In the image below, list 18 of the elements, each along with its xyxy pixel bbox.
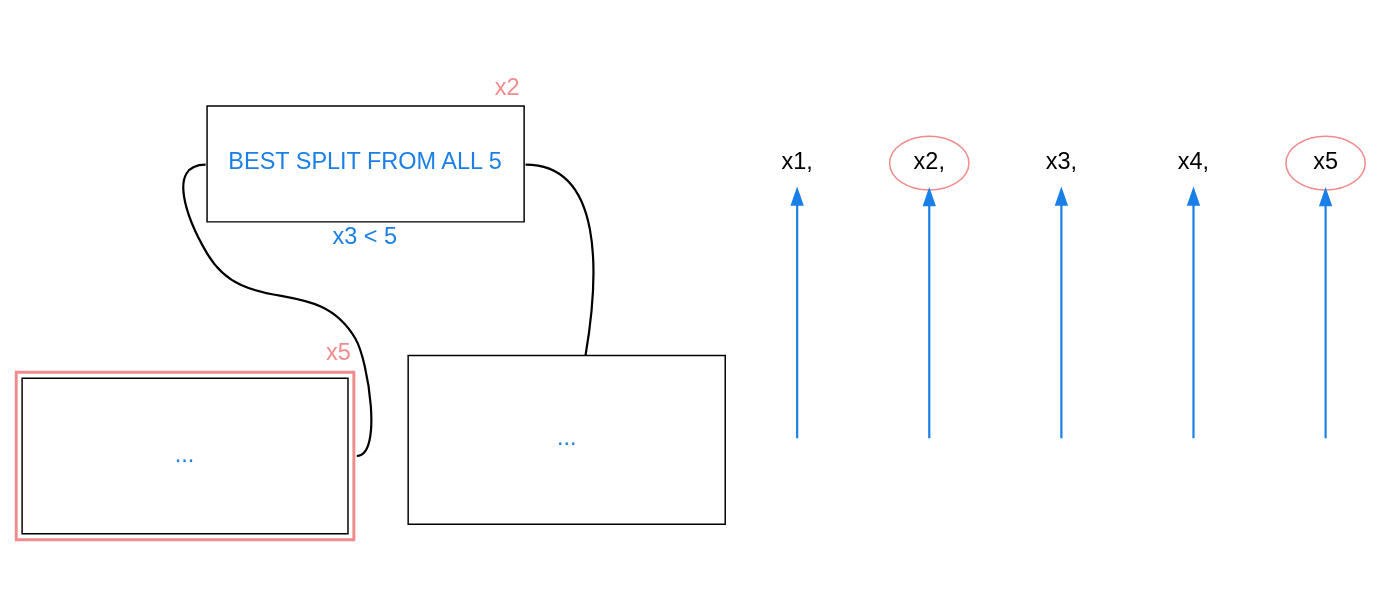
node-text: x3, bbox=[1045, 147, 1078, 174]
arrow bbox=[1186, 186, 1201, 439]
node-label: x3 < 5 bbox=[332, 222, 398, 249]
node-box: ... bbox=[407, 354, 726, 525]
node-label: x5 bbox=[325, 339, 351, 366]
node-text: x1, bbox=[781, 147, 813, 174]
arrow bbox=[1054, 186, 1069, 439]
node-ellipse: x2, bbox=[888, 135, 970, 191]
arrow bbox=[790, 186, 804, 439]
node-box: BEST SPLIT FROM ALL 5 bbox=[206, 105, 525, 223]
node-label: x2 bbox=[494, 74, 520, 101]
node-box: ... bbox=[14, 370, 356, 542]
node-ellipse: x5 bbox=[1285, 135, 1366, 191]
arrow bbox=[922, 187, 936, 439]
arrow bbox=[1318, 187, 1333, 439]
connector bbox=[525, 163, 595, 356]
node-text: x4, bbox=[1177, 147, 1210, 174]
connector bbox=[182, 163, 373, 458]
